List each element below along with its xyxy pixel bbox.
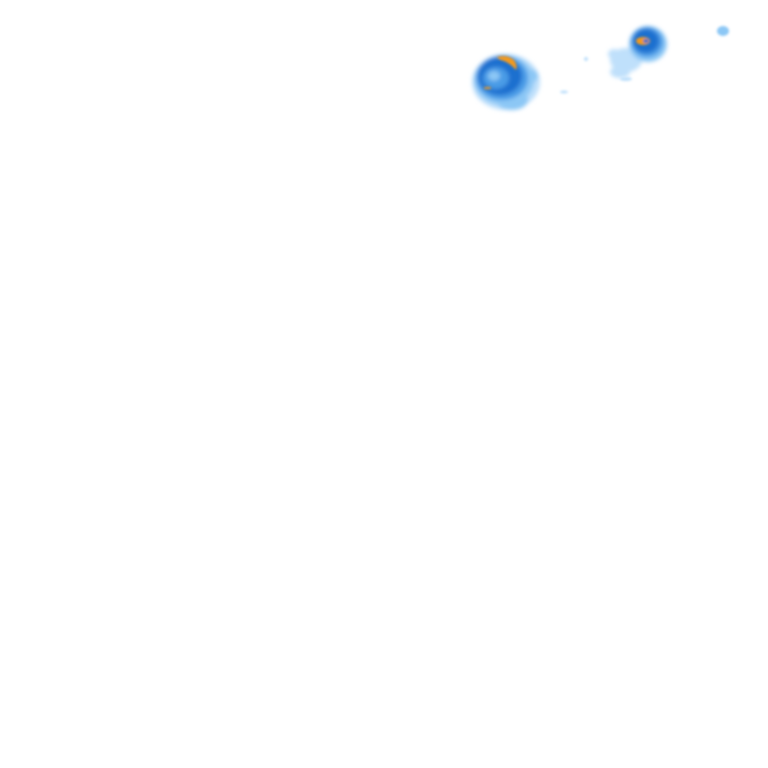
intense-core-east — [636, 37, 650, 45]
storm-cell-west — [472, 54, 540, 110]
intense-core-west — [484, 56, 517, 89]
storm-cell-east — [608, 26, 667, 78]
scattered-echoes — [560, 26, 729, 94]
